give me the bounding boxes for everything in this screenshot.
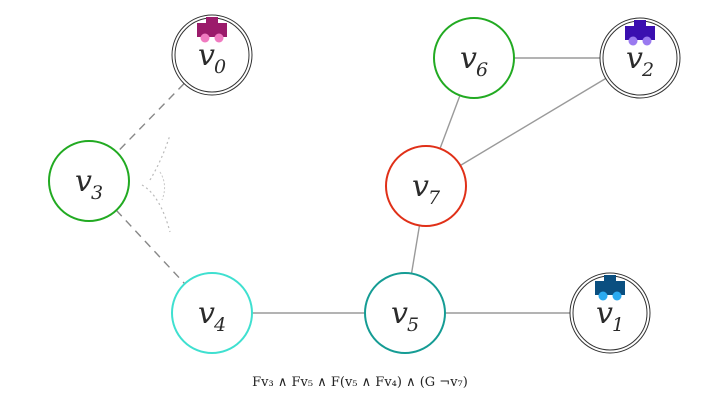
node-subscript: 3 — [91, 182, 103, 204]
robot-icon — [197, 17, 227, 43]
node-label: v — [198, 38, 215, 73]
node-ring — [364, 272, 446, 354]
robot-wheel — [214, 33, 224, 43]
node-ring — [171, 272, 253, 354]
node-ring — [433, 17, 515, 99]
robot-icon — [595, 275, 625, 301]
motion-trail-dashes-3 — [159, 171, 166, 201]
node-label: v — [596, 296, 613, 331]
node-ring — [48, 140, 130, 222]
edge-v7-v6 — [439, 95, 461, 149]
node-ring — [385, 145, 467, 227]
node-outer-ring — [599, 17, 681, 99]
ltl-formula: Fv₃ ∧ Fv₅ ∧ F(v₅ ∧ Fv₄) ∧ (G ¬v₇) — [252, 375, 468, 390]
node-label: v — [626, 41, 643, 76]
node-label: v — [412, 169, 429, 204]
robot-wheel — [628, 36, 638, 46]
node-label: v — [75, 164, 92, 199]
robot-wheel — [598, 291, 608, 301]
node-subscript: 7 — [428, 187, 441, 209]
robot-icon — [625, 20, 655, 46]
motion-trail-dashes-2 — [141, 184, 171, 233]
robots-layer — [197, 17, 655, 301]
node-subscript: 0 — [214, 56, 226, 78]
robot-body — [197, 23, 227, 37]
node-outer-ring — [171, 14, 253, 96]
node-subscript: 4 — [213, 314, 226, 336]
robot-turret — [634, 20, 646, 27]
robot-body — [625, 26, 655, 40]
edge-v3-v4 — [115, 209, 186, 285]
robot-turret — [604, 275, 616, 282]
node-subscript: 5 — [407, 314, 419, 336]
node-label: v — [460, 41, 477, 76]
node-label: v — [198, 296, 215, 331]
edge-v0-v3 — [116, 83, 185, 153]
node-label: v — [391, 296, 408, 331]
robot-body — [595, 281, 625, 295]
robot-turret — [206, 17, 218, 24]
node-subscript: 1 — [612, 314, 624, 336]
robot-wheel — [612, 291, 622, 301]
node-outer-ring — [569, 272, 651, 354]
edges-layer — [115, 57, 607, 314]
node-subscript: 6 — [476, 59, 488, 81]
node-subscript: 2 — [641, 59, 654, 81]
robot-wheel — [200, 33, 210, 43]
edge-v5-v7 — [410, 225, 421, 274]
motion-trail-dashes — [149, 134, 171, 181]
robot-wheel — [642, 36, 652, 46]
edge-v7-v2 — [459, 77, 607, 167]
decor-layer — [141, 134, 171, 233]
